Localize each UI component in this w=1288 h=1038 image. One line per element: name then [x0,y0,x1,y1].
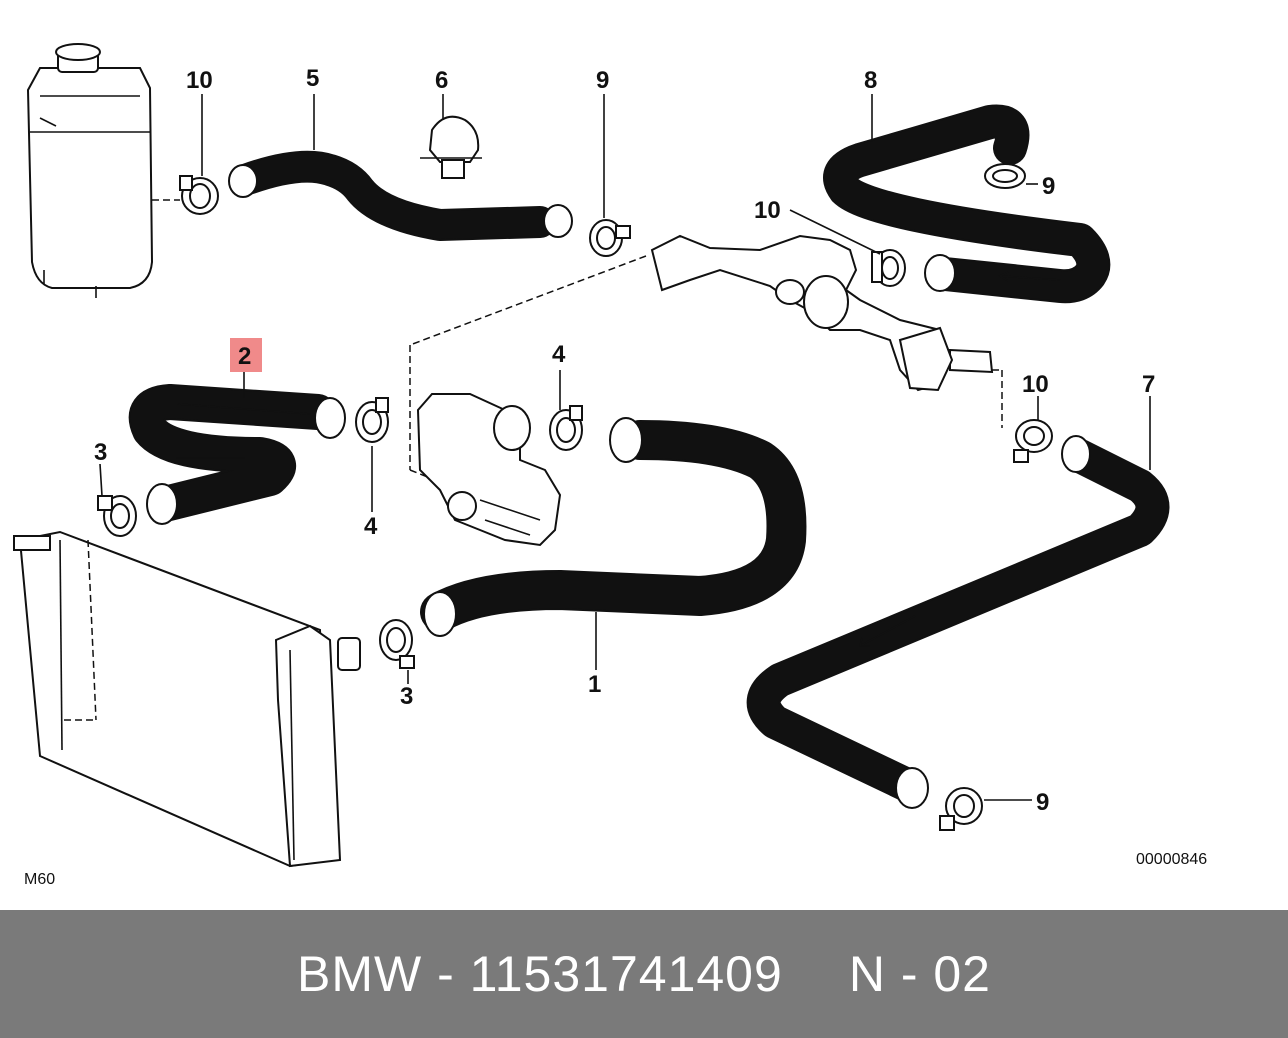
callout-3-a: 3 [94,439,107,466]
callout-9-b: 9 [1042,173,1055,200]
engine-label: M60 [24,871,55,888]
leader-lines [99,94,1151,801]
hose-2 [128,384,346,525]
part-number-text: BMW - 11531741409 [297,946,783,1002]
clamp-3-b [379,619,415,669]
clamp-6 [420,115,482,179]
radiator [13,530,361,868]
callout-6: 6 [435,67,448,94]
clamp-9-b [984,163,1026,189]
expansion-tank [26,43,180,298]
thermostat-housing [409,234,1003,479]
drawing-number: 00000846 [1136,851,1207,868]
clamp-9-c [939,787,983,831]
callout-3-b: 3 [400,683,413,710]
callout-9-c: 9 [1036,789,1049,816]
clamp-9-a [589,219,631,257]
callout-labels: 10 5 6 9 8 9 10 2 4 3 4 10 7 1 3 9 [94,65,1155,816]
callout-2-highlight [230,338,262,372]
callout-8: 8 [864,67,877,94]
clamp-10-b [871,249,906,287]
water-pump [416,393,562,547]
footer-bar: BMW - 11531741409 N - 02 [0,910,1288,1038]
parts-diagram: 10 5 6 9 8 9 10 2 4 3 4 10 7 1 3 9 M60 0… [13,43,1208,888]
callout-10-c: 10 [1022,371,1049,398]
callout-9-a: 9 [596,67,609,94]
callout-10-a: 10 [186,67,213,94]
callout-5: 5 [306,65,319,92]
clamp-4-b [549,405,583,451]
hose-1 [420,417,807,637]
callout-4-a: 4 [552,341,566,368]
hose-8 [823,104,1111,304]
clamp-10-a [179,175,219,215]
callout-1: 1 [588,671,601,698]
clamp-3-a [97,495,137,537]
clamp-4-a [355,397,389,443]
clamp-10-c [1013,419,1053,463]
callout-2: 2 [238,343,251,370]
position-code-text: N - 02 [848,946,991,1002]
callout-10-b: 10 [754,197,781,224]
hose-5 [228,150,573,241]
callout-4-b: 4 [364,513,378,540]
callout-7: 7 [1142,371,1155,398]
hose-7 [746,435,1170,809]
